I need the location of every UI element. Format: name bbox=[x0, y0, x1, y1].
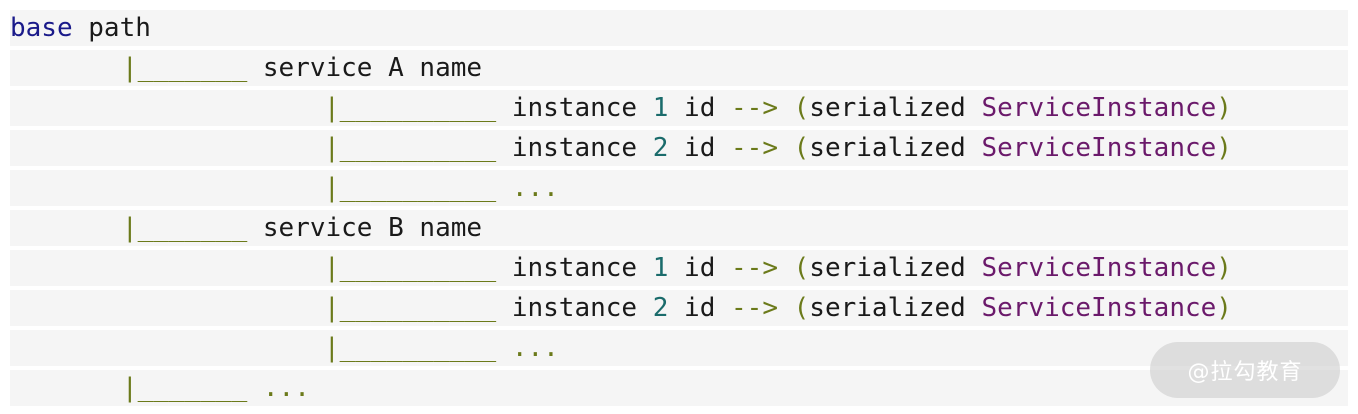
code-line-instance: |__________ instance 1 id --> (serialize… bbox=[10, 250, 1348, 286]
paren-open: ( bbox=[793, 293, 810, 323]
instance-text: instance bbox=[496, 253, 653, 283]
space bbox=[778, 290, 794, 326]
arrow: --> bbox=[731, 133, 778, 163]
tree-branch: |__________ bbox=[324, 253, 497, 283]
instance-text: instance bbox=[496, 93, 653, 123]
tree-branch: |__________ bbox=[324, 133, 497, 163]
instance-text: instance bbox=[496, 133, 653, 163]
instance-number: 1 bbox=[652, 253, 669, 283]
space bbox=[778, 90, 794, 126]
ellipsis: ... bbox=[496, 173, 559, 203]
id-text: id bbox=[668, 293, 732, 323]
tree-branch: |_______ bbox=[122, 373, 248, 403]
code-line-instance: |__________ instance 2 id --> (serialize… bbox=[10, 290, 1348, 326]
class-name: ServiceInstance bbox=[981, 253, 1217, 283]
code-line-service-a: |_______ service A name bbox=[10, 50, 1348, 86]
arrow: --> bbox=[731, 93, 778, 123]
ellipsis: ... bbox=[496, 333, 559, 363]
tree-branch: |__________ bbox=[324, 173, 497, 203]
id-text: id bbox=[668, 93, 732, 123]
class-name: ServiceInstance bbox=[981, 293, 1217, 323]
serialized-text: serialized bbox=[809, 253, 982, 283]
serialized-text: serialized bbox=[809, 293, 982, 323]
paren-close: ) bbox=[1216, 93, 1232, 123]
code-line-instance: |__________ instance 1 id --> (serialize… bbox=[10, 90, 1348, 126]
keyword-base: base bbox=[10, 13, 73, 43]
instance-number: 2 bbox=[652, 293, 669, 323]
code-line-ellipsis: |__________ ... bbox=[10, 170, 1348, 206]
code-line-instance: |__________ instance 2 id --> (serialize… bbox=[10, 130, 1348, 166]
code-line-base-path: base path bbox=[10, 10, 1348, 46]
paren-open: ( bbox=[793, 133, 810, 163]
arrow: --> bbox=[731, 253, 778, 283]
service-name: service A name bbox=[247, 53, 483, 83]
class-name: ServiceInstance bbox=[981, 133, 1217, 163]
tree-branch: |__________ bbox=[324, 93, 497, 123]
arrow: --> bbox=[731, 293, 778, 323]
path-text: path bbox=[72, 13, 151, 43]
code-line-ellipsis: |__________ ... bbox=[10, 330, 1348, 366]
ellipsis: ... bbox=[247, 373, 310, 403]
id-text: id bbox=[668, 133, 732, 163]
code-line-service-b: |_______ service B name bbox=[10, 210, 1348, 246]
tree-branch: |_______ bbox=[122, 213, 248, 243]
instance-number: 1 bbox=[652, 93, 669, 123]
id-text: id bbox=[668, 253, 732, 283]
code-line-ellipsis: |_______ ... bbox=[10, 370, 1348, 406]
tree-branch: |_______ bbox=[122, 53, 248, 83]
paren-close: ) bbox=[1216, 133, 1232, 163]
tree-branch: |__________ bbox=[324, 333, 497, 363]
watermark: @拉勾教育 bbox=[1150, 342, 1340, 398]
serialized-text: serialized bbox=[809, 133, 982, 163]
space bbox=[778, 130, 794, 166]
class-name: ServiceInstance bbox=[981, 93, 1217, 123]
paren-close: ) bbox=[1216, 293, 1232, 323]
service-name: service B name bbox=[247, 213, 483, 243]
paren-open: ( bbox=[793, 253, 810, 283]
paren-open: ( bbox=[793, 93, 810, 123]
tree-branch: |__________ bbox=[324, 293, 497, 323]
space bbox=[778, 250, 794, 286]
serialized-text: serialized bbox=[809, 93, 982, 123]
instance-text: instance bbox=[496, 293, 653, 323]
paren-close: ) bbox=[1216, 253, 1232, 283]
instance-number: 2 bbox=[652, 133, 669, 163]
